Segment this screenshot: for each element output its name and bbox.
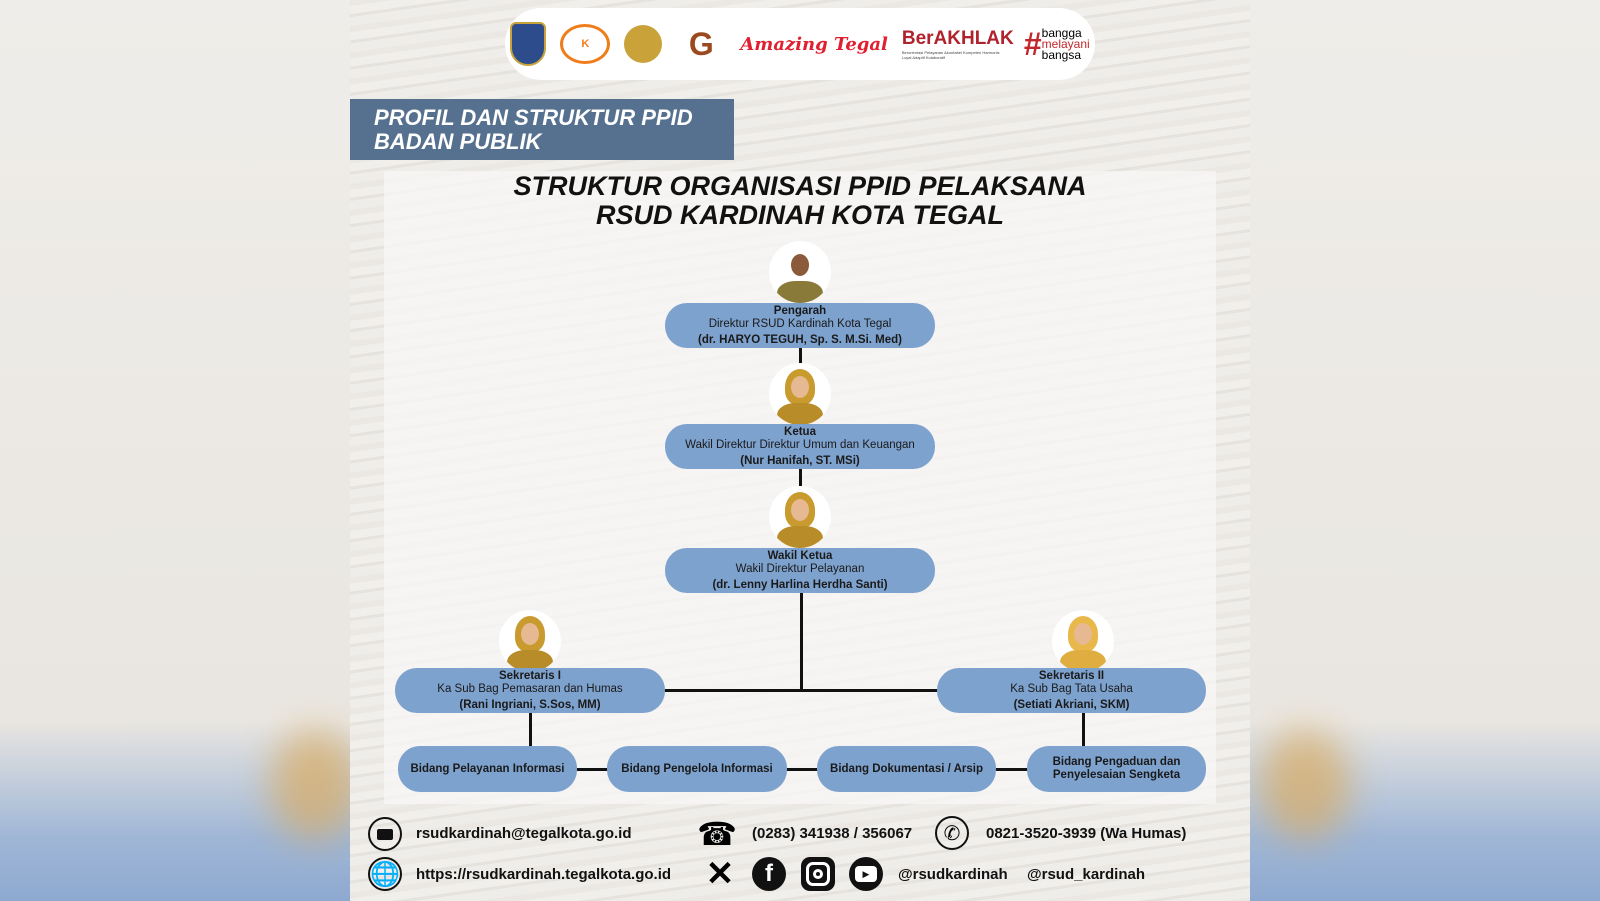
connector: [570, 768, 1030, 771]
connector: [799, 346, 802, 366]
whatsapp-phone-icon: ✆: [935, 816, 969, 850]
bidang-pengaduan: Bidang Pengaduan dan Penyelesaian Sengke…: [1027, 746, 1206, 792]
banner-line-1: PROFIL DAN STRUKTUR PPID: [374, 105, 693, 130]
section-banner: PROFIL DAN STRUKTUR PPID BADAN PUBLIK: [350, 99, 734, 160]
whatsapp-text: 0821-3520-3939 (Wa Humas): [986, 825, 1187, 842]
role: Ketua: [784, 425, 816, 438]
chart-title: STRUKTUR ORGANISASI PPID PELAKSANA RSUD …: [384, 172, 1216, 230]
facebook-icon[interactable]: f: [752, 857, 786, 891]
connector: [529, 713, 532, 747]
social-handle-2[interactable]: @rsud_kardinah: [1027, 866, 1145, 883]
position: Ka Sub Bag Pemasaran dan Humas: [437, 682, 623, 695]
globe-icon: 🌐: [368, 857, 402, 891]
person-name: (dr. Lenny Harlina Herdha Santi): [712, 578, 888, 591]
blurred-background-left: [0, 0, 360, 901]
g-logo: G: [688, 25, 714, 62]
title-line-1: STRUKTUR ORGANISASI PPID PELAKSANA: [513, 171, 1087, 201]
email-text[interactable]: rsudkardinah@tegalkota.go.id: [416, 825, 632, 842]
rsuk-logo: K: [560, 24, 611, 64]
banner-line-2: BADAN PUBLIK: [374, 129, 542, 154]
logo-bar: K G Amazing Tegal BerAKHLAK Berorientasi…: [505, 8, 1095, 80]
bidang-dokumentasi-arsip: Bidang Dokumentasi / Arsip: [817, 746, 996, 792]
phone-icon: ☎: [697, 816, 737, 852]
role: Sekretaris I: [498, 669, 561, 682]
social-handle-1[interactable]: @rsudkardinah: [898, 866, 1008, 883]
position: Ka Sub Bag Tata Usaha: [1010, 682, 1133, 695]
phone-text: (0283) 341938 / 356067: [752, 825, 913, 842]
position: Wakil Direktur Direktur Umum dan Keuanga…: [685, 438, 915, 451]
instagram-icon[interactable]: [801, 857, 835, 891]
position: Wakil Direktur Pelayanan: [735, 562, 865, 575]
bidang-pengelola-informasi: Bidang Pengelola Informasi: [607, 746, 787, 792]
connector: [1082, 713, 1085, 747]
paripurna-logo: [624, 25, 663, 63]
person-name: (Rani Ingriani, S.Sos, MM): [459, 698, 601, 711]
position: Direktur RSUD Kardinah Kota Tegal: [708, 317, 892, 330]
photo-wakil-ketua: [769, 486, 831, 548]
photo-pengarah: [769, 241, 831, 303]
role: Wakil Ketua: [767, 549, 833, 562]
connector: [800, 592, 803, 692]
mail-icon: [368, 817, 402, 851]
youtube-icon[interactable]: ▶: [849, 857, 883, 891]
person-name: (dr. HARYO TEGUH, Sp. S. M.Si. Med): [697, 333, 903, 346]
berakhlak-logo: BerAKHLAK Berorientasi Pelayanan Akuntab…: [901, 28, 1014, 60]
amazing-tegal-logo: Amazing Tegal: [740, 33, 888, 55]
role: Sekretaris II: [1038, 669, 1105, 682]
x-twitter-icon[interactable]: ✕: [705, 855, 735, 893]
photo-sekretaris-1: [499, 610, 561, 672]
website-link[interactable]: https://rsudkardinah.tegalkota.go.id: [416, 866, 672, 883]
photo-sekretaris-2: [1052, 610, 1114, 672]
title-line-2: RSUD KARDINAH KOTA TEGAL: [596, 200, 1004, 230]
bidang-pelayanan-informasi: Bidang Pelayanan Informasi: [398, 746, 577, 792]
person-name: (Nur Hanifah, ST. MSi): [740, 454, 860, 467]
connector: [664, 689, 938, 692]
role: Pengarah: [773, 304, 827, 317]
blurred-background-right: [1250, 0, 1600, 901]
photo-ketua: [769, 363, 831, 425]
connector: [799, 468, 802, 486]
kota-tegal-crest-logo: [510, 22, 547, 66]
person-name: (Setiati Akriani, SKM): [1013, 698, 1130, 711]
